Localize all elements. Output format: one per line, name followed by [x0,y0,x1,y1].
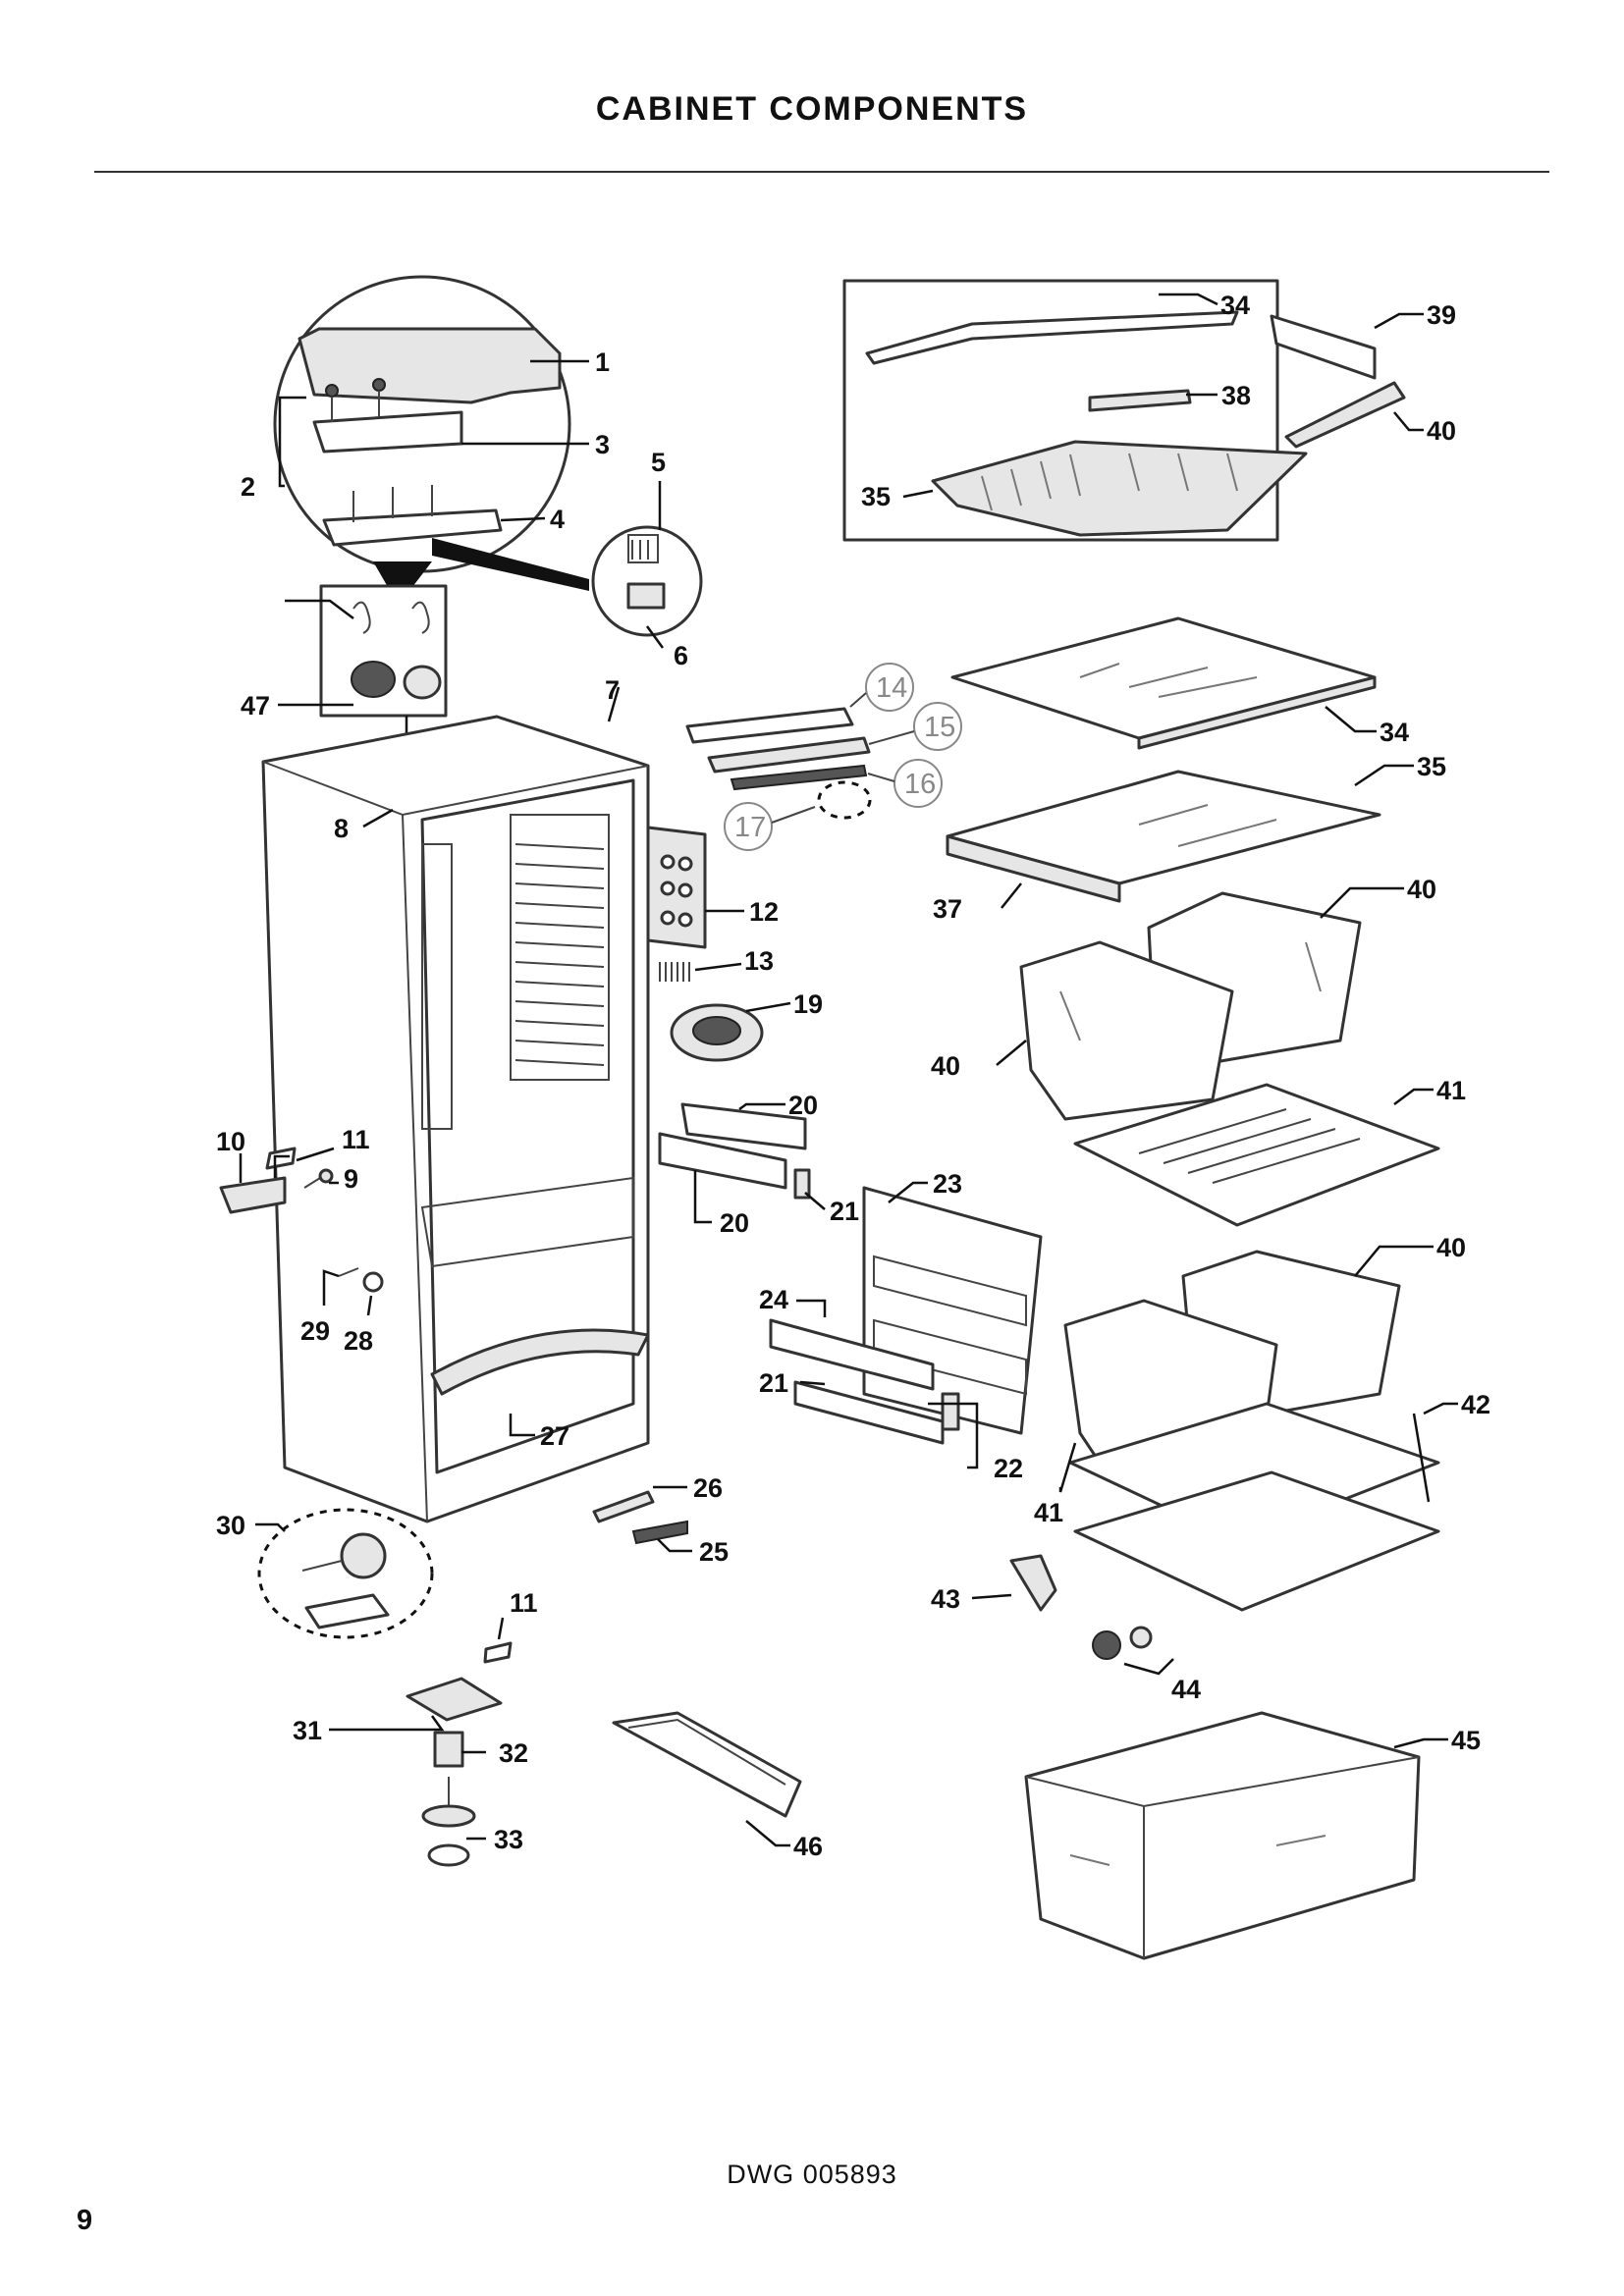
glass-shelf-with-frame [946,770,1381,903]
callout-40-a: 40 [1407,875,1436,904]
callout-8: 8 [334,814,349,843]
callout-30: 31 [293,1716,322,1745]
glass-shelf [950,616,1377,750]
callout-34-top: 34 [1220,291,1250,320]
callout-32: 33 [494,1825,523,1854]
water-fitting-box [319,584,448,775]
callout-33: 34 [1380,718,1409,747]
callout-44: 45 [1451,1726,1481,1755]
callout-labels: 1 2 3 4 5 6 7 8 9 10 11 11 12 13 19 20 2… [216,291,1490,1861]
small-drawer-parts [1009,1554,1153,1660]
callout-35-top: 35 [861,482,891,511]
callout-1: 1 [595,347,610,377]
callout-31: 32 [499,1738,528,1768]
circled-callouts: 14 15 16 17 [724,663,962,851]
callout-45: 46 [793,1832,823,1861]
handle-parts [592,1490,688,1545]
callout-40-c: 40 [1436,1233,1466,1262]
upper-tray [1073,1083,1440,1227]
callout-29: 30 [216,1511,245,1540]
page-number: 9 [77,2205,93,2236]
connector-detail-circle [591,525,703,637]
callout-46: 47 [241,691,270,721]
callout-26: 27 [540,1421,569,1451]
crisper-drawer [1024,1711,1421,1960]
callout-23: 24 [759,1285,788,1314]
callout-34-middle: 35 [1417,752,1446,781]
callout-40-b: 40 [931,1051,960,1081]
leveling-detail-circle [257,1508,434,1639]
callout-17: 17 [734,812,766,843]
door-bin-38-39 [1270,314,1406,449]
leader-lines [239,293,1458,1847]
callout-10: 10 [216,1127,245,1156]
callout-27: 28 [344,1326,373,1356]
callout-2: 2 [241,472,255,502]
callout-24: 25 [699,1537,729,1567]
callout-20-upper: 20 [720,1208,749,1238]
drawer-rail-parts [658,1102,811,1200]
page-title: CABINET COMPONENTS [595,90,1029,128]
drawing-number: DWG 005893 [727,2160,897,2189]
callout-22: 23 [933,1169,962,1199]
callout-41-lower: 42 [1461,1390,1490,1419]
callout-11-lower: 11 [510,1588,538,1618]
top-shelf-box [842,279,1308,542]
callout-42: 43 [931,1584,960,1614]
callout-43: 44 [1171,1675,1201,1704]
title-divider [94,171,1549,173]
callout-5: 5 [651,448,666,477]
detail-connector [432,538,589,591]
display-board-parts [685,707,872,820]
callout-21-lower: 22 [994,1454,1023,1483]
callout-28: 29 [300,1316,330,1346]
control-panel-parts [646,826,764,1062]
callout-40-d: 41 [1034,1498,1063,1527]
refrigerator-cabinet [261,715,650,1523]
callout-25: 26 [693,1473,723,1503]
callout-16: 16 [904,769,936,800]
callout-3: 3 [595,430,610,459]
callout-20-lower: 21 [759,1368,788,1398]
callout-38: 39 [1427,300,1456,330]
screw-and-cap [338,1267,384,1293]
callout-11-upper: 11 [342,1125,370,1154]
lower-hinge-parts [406,1641,513,1867]
upper-bins [1019,891,1362,1121]
callout-37: 38 [1221,381,1251,410]
lower-trays [1068,1402,1440,1612]
callout-18: 19 [793,989,823,1019]
callout-41-upper: 41 [1436,1076,1466,1105]
callout-7: 7 [605,675,620,705]
callout-39: 40 [1427,416,1456,446]
bottom-tray [612,1711,802,1818]
callout-12: 12 [749,897,779,927]
callout-9: 9 [344,1164,358,1194]
callout-4: 4 [550,505,565,534]
callout-19: 20 [788,1091,818,1120]
callout-15: 15 [924,712,955,743]
hinge-detail-circle [273,275,571,588]
callout-21-upper: 21 [830,1197,859,1226]
callout-13: 13 [744,946,774,976]
callout-35-middle: 37 [933,894,962,924]
callout-6: 6 [674,641,688,670]
callout-14: 14 [876,672,907,704]
